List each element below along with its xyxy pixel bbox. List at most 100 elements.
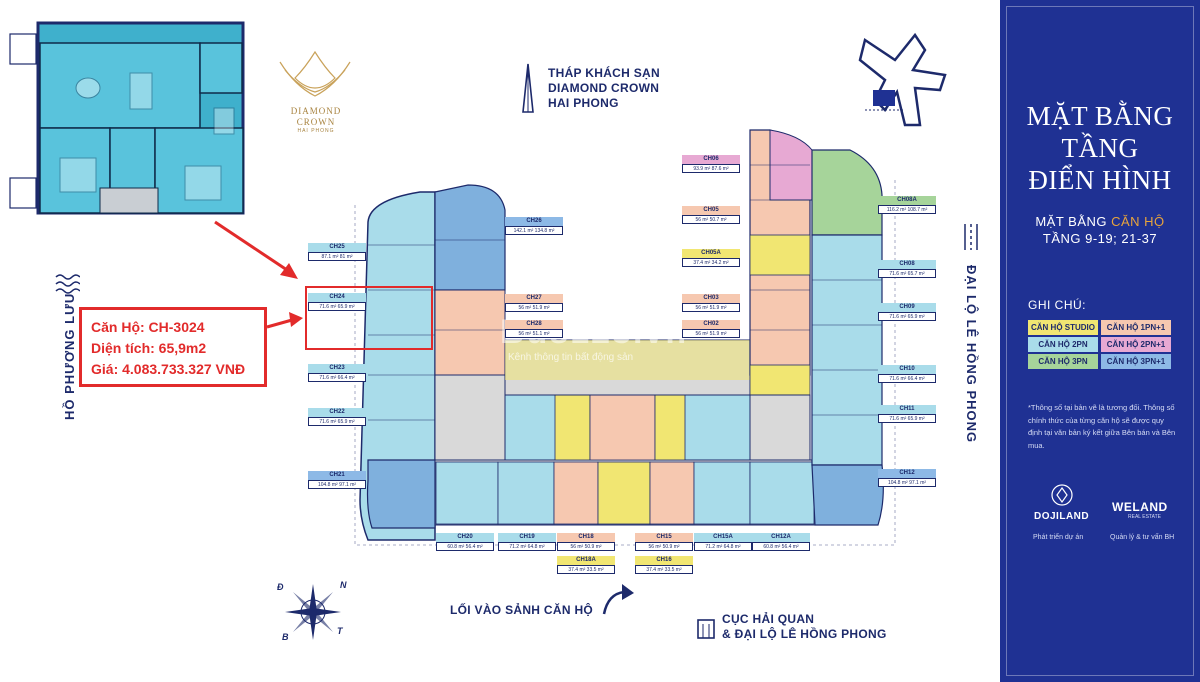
legend-title: GHI CHÚ:	[1028, 298, 1086, 312]
unit-tag-area: 71.6 m² 65.9 m²	[308, 302, 366, 311]
panel-subtitle: MẶT BẰNG CĂN HỘ	[1000, 214, 1200, 229]
unit-tag-id: CH16	[635, 556, 693, 565]
unit-tag-id: CH25	[308, 243, 366, 252]
brand-name: DIAMOND	[290, 106, 342, 116]
tower-heading-2: DIAMOND CROWN	[548, 81, 660, 95]
legend-3pn: CĂN HỘ 3PN	[1028, 354, 1098, 369]
unit-floorplan-inset	[0, 18, 257, 218]
unit-tag-area: 56 m² 51.9 m²	[682, 329, 740, 338]
manager-sub: REAL ESTATE	[1128, 514, 1161, 520]
unit-tag-area: 104.8 m² 97.1 m²	[878, 478, 936, 487]
dojiland-logo-icon	[1051, 484, 1073, 506]
unit-code: Căn Hộ: CH-3024	[91, 319, 205, 335]
unit-tag-id: CH10	[878, 365, 936, 374]
unit-tag-id: CH12A	[752, 533, 810, 542]
unit-tag-id: CH05A	[682, 249, 740, 258]
compass-east: Đ	[277, 582, 284, 592]
site-key-plan	[858, 32, 947, 127]
panel-subtitle-accent: CĂN HỘ	[1111, 214, 1165, 229]
unit-tag-id: CH19	[498, 533, 556, 542]
unit-tag-area: 56 m² 51.1 m²	[505, 329, 563, 338]
unit-tag-area: 71.6 m² 66.4 m²	[308, 373, 366, 382]
developer-caption: Phát triển dự án	[1033, 534, 1084, 541]
wave-icon	[55, 274, 80, 294]
legend-2pn1: CĂN HỘ 2PN+1	[1101, 337, 1171, 352]
compass-icon	[285, 584, 341, 640]
unit-tag-area: 56 m² 50.9 m²	[635, 542, 693, 551]
tower-icon	[522, 63, 534, 113]
unit-tag-area: 60.8 m² 56.4 m²	[752, 542, 810, 551]
pointer-arrows	[214, 220, 303, 329]
unit-tag-id: CH02	[682, 320, 740, 329]
tower-heading-3: HAI PHONG	[548, 96, 619, 110]
unit-tag-id: CH12	[878, 469, 936, 478]
unit-tag-area: 87.1 m² 81 m²	[308, 252, 366, 261]
unit-tag-area: 71.6 m² 66.4 m²	[878, 374, 936, 383]
panel-title-2: TẦNG	[1061, 133, 1139, 163]
developer-name: DOJILAND	[1034, 511, 1090, 522]
right-road-label: ĐẠI LỘ LÊ HỒNG PHONG	[964, 265, 979, 444]
unit-tag-id: CH15	[635, 533, 693, 542]
disclaimer-note: *Thông số tại bản vẽ là tương đối. Thông…	[1028, 403, 1176, 450]
panel-floors: TẦNG 9-19; 21-37	[1042, 231, 1158, 246]
compass-north: N	[340, 580, 347, 590]
unit-tag-area: 71.6 m² 65.9 m²	[308, 417, 366, 426]
unit-tag-id: CH09	[878, 303, 936, 312]
unit-tag-area: 56 m² 50.7 m²	[682, 215, 740, 224]
unit-tag-area: 116.2 m² 108.7 m²	[878, 205, 936, 214]
panel-title-1: MẶT BẰNG	[1026, 101, 1174, 131]
watermark-sub: Kênh thông tin bất động sản	[508, 352, 634, 363]
unit-tag-id: CH06	[682, 155, 740, 164]
unit-tag-area: 37.4 m² 33.5 m²	[635, 565, 693, 574]
unit-tag-id: CH11	[878, 405, 936, 414]
brand-name-2: CROWN	[296, 117, 336, 127]
unit-tag-id: CH20	[436, 533, 494, 542]
manager-caption: Quản lý & tư vấn BH	[1110, 534, 1175, 541]
unit-tag-area: 71.6 m² 65.7 m²	[878, 269, 936, 278]
unit-price: Giá: 4.083.733.327 VNĐ	[91, 361, 246, 377]
legend-1pn1: CĂN HỘ 1PN+1	[1101, 320, 1171, 335]
unit-tag-id: CH21	[308, 471, 366, 480]
unit-tag-id: CH24	[308, 293, 366, 302]
unit-tag-id: CH28	[505, 320, 563, 329]
panel-title-3: ĐIỂN HÌNH	[1028, 165, 1172, 195]
unit-tag-area: 37.4 m² 33.5 m²	[557, 565, 615, 574]
side-panel: MẶT BẰNG TẦNG ĐIỂN HÌNH MẶT BẰNG CĂN HỘ …	[1000, 0, 1200, 682]
legend-3pn1: CĂN HỘ 3PN+1	[1101, 354, 1171, 369]
entrance-arrow-icon	[602, 584, 634, 615]
building-icon	[697, 619, 715, 639]
compass-south: T	[337, 626, 343, 636]
unit-area: Diện tích: 65,9m2	[91, 340, 207, 356]
tower-heading-1: THÁP KHÁCH SẠN	[548, 66, 660, 80]
unit-tag-id: CH08A	[878, 196, 936, 205]
legend-2pn: CĂN HỘ 2PN	[1028, 337, 1098, 352]
road-lines-icon	[964, 224, 978, 250]
customs-label-1: CỤC HẢI QUAN	[722, 612, 815, 626]
unit-tag-id: CH08	[878, 260, 936, 269]
unit-tag-id: CH18A	[557, 556, 615, 565]
unit-tag-area: 93.9 m² 87.6 m²	[682, 164, 740, 173]
unit-tag-id: CH03	[682, 294, 740, 303]
unit-tag-area: 56 m² 50.9 m²	[557, 542, 615, 551]
panel-subtitle-prefix: MẶT BẰNG	[1035, 214, 1112, 229]
unit-tag-area: 56 m² 51.9 m²	[682, 303, 740, 312]
brand-city: HAI PHONG	[297, 128, 335, 134]
